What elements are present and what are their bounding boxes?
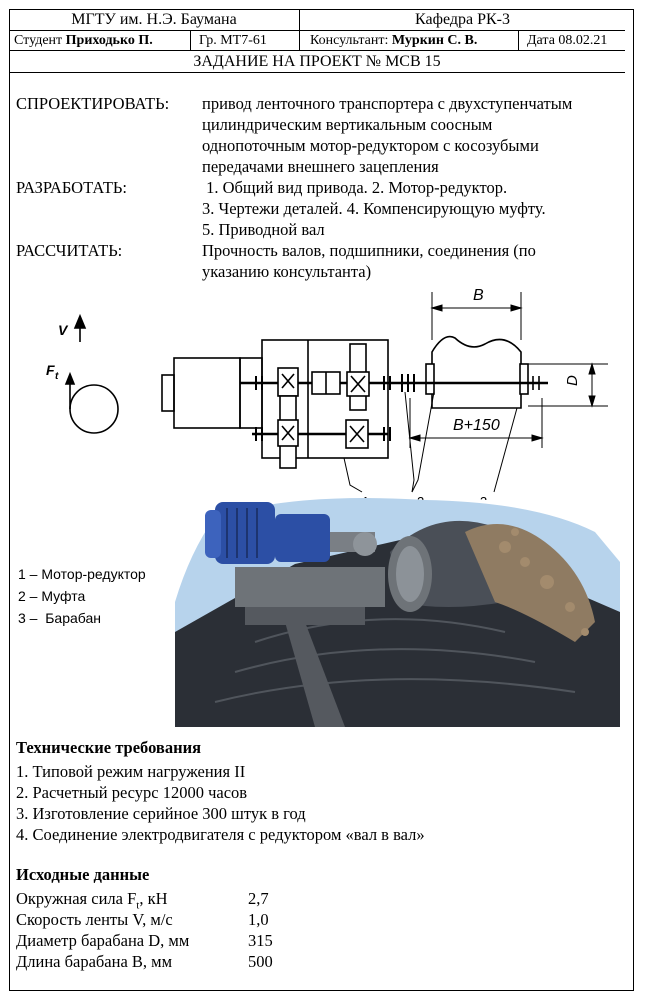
calc-line-2: указанию консультанта)	[202, 262, 372, 281]
force-arrow-icon	[64, 371, 76, 409]
task-section: СПРОЕКТИРОВАТЬ: привод ленточного трансп…	[16, 93, 626, 283]
calc-label: РАССЧИТАТЬ:	[16, 241, 123, 260]
design-line-2: цилиндрическим вертикальным соосным	[202, 115, 493, 134]
initial-data-label: Скорость ленты V, м/с	[16, 910, 173, 929]
design-line-4: передачами внешнего зацепления	[202, 157, 439, 176]
consultant-name: Муркин С. В.	[391, 32, 478, 48]
initial-data-row: Окружная сила Ft, кН 2,7	[16, 888, 269, 912]
motor-photo-icon	[205, 502, 377, 564]
initial-data-label: Окружная сила F	[16, 889, 137, 908]
initial-data-row: Длина барабана B, мм 500	[16, 951, 273, 972]
legend: 1 – Мотор-редуктор 2 – Муфта 3 – Барабан	[18, 563, 146, 629]
initial-data-label: Длина барабана B, мм	[16, 952, 173, 971]
gear-pair-1-icon	[277, 367, 299, 469]
dim-b150-label: B+150	[453, 417, 500, 434]
drum-circle-icon	[69, 384, 119, 434]
consultant-cell: Консультант: Муркин С. В.	[300, 31, 519, 50]
velocity-arrow-icon	[73, 313, 87, 342]
requirement-item-4: 4. Соединение электродвигателя с редукто…	[16, 825, 425, 844]
velocity-label: V	[58, 322, 69, 338]
assignment-title: ЗАДАНИЕ НА ПРОЕКТ № МСВ 15	[193, 52, 441, 70]
intermediate-coupling-icon	[311, 371, 341, 395]
initial-data-label-unit: , кН	[139, 889, 168, 908]
design-line-1: привод ленточного транспортера с двухсту…	[202, 94, 573, 113]
initial-data-value: 500	[248, 952, 273, 971]
requirements-title: Технические требования	[16, 738, 202, 757]
gearbox-housing-icon	[261, 339, 389, 459]
department-cell: Кафедра РК-3	[300, 9, 625, 30]
assignment-title-cell: ЗАДАНИЕ НА ПРОЕКТ № МСВ 15	[9, 51, 625, 72]
student-name: Приходько П.	[65, 32, 153, 48]
force-label: F	[46, 362, 55, 378]
develop-line-2: 3. Чертежи деталей. 4. Компенсирующую му…	[202, 199, 546, 218]
page-frame	[9, 9, 634, 991]
legend-item-1: 1 – Мотор-редуктор	[18, 566, 146, 582]
header-row-3: ЗАДАНИЕ НА ПРОЕКТ № МСВ 15	[9, 51, 625, 73]
drive-kinematic-diagram: V F t B B+150 D 1 2 3	[46, 287, 608, 500]
group: Гр. МТ7-61	[199, 32, 267, 48]
output-coupling-icon	[401, 374, 415, 392]
calc-line-1: Прочность валов, подшипники, соединения …	[202, 241, 536, 260]
initial-data-value: 1,0	[248, 910, 269, 929]
develop-label: РАЗРАБОТАТЬ:	[16, 178, 127, 197]
conveyor-photo	[175, 498, 620, 727]
date: Дата 08.02.21	[527, 32, 608, 48]
requirement-item-2: 2. Расчетный ресурс 12000 часов	[16, 783, 248, 802]
develop-line-3: 5. Приводной вал	[202, 220, 325, 239]
requirement-item-1: 1. Типовой режим нагружения II	[16, 762, 246, 781]
design-line-3: однопоточным мотор-редуктором с косозубы…	[202, 136, 539, 155]
motor-icon	[161, 357, 263, 429]
callout-2: 2	[417, 494, 424, 500]
student-cell: Студент Приходько П.	[9, 31, 191, 50]
initial-data-value: 315	[248, 931, 273, 950]
requirement-item-3: 3. Изготовление серийное 300 штук в год	[16, 804, 306, 823]
consultant-prefix: Консультант:	[310, 32, 389, 48]
initial-data-title: Исходные данные	[16, 865, 150, 884]
drum-icon	[420, 335, 548, 409]
initial-data-row: Скорость ленты V, м/с 1,0	[16, 909, 269, 930]
initial-data-label: Диаметр барабана D, мм	[16, 931, 190, 950]
student-prefix: Студент	[14, 32, 63, 48]
header-row-1: МГТУ им. Н.Э. Баумана Кафедра РК-3	[9, 9, 625, 31]
callout-1: 1	[362, 494, 369, 500]
callout-3: 3	[480, 494, 487, 500]
design-label: СПРОЕКТИРОВАТЬ:	[16, 94, 170, 113]
initial-data-row: Диаметр барабана D, мм 315	[16, 930, 273, 951]
university-cell: МГТУ им. Н.Э. Баумана	[9, 9, 300, 30]
gear-pair-2-icon	[345, 343, 370, 449]
develop-line-1: 1. Общий вид привода. 2. Мотор-редуктор.	[202, 178, 508, 197]
dim-b-label: B	[473, 287, 484, 304]
initial-data-table: Окружная сила Ft, кН 2,7 Скорость ленты …	[16, 888, 273, 972]
initial-data-label-sub: t	[136, 899, 140, 912]
force-label-sub: t	[55, 371, 59, 382]
legend-item-3: 3 – Барабан	[18, 610, 102, 626]
legend-item-2: 2 – Муфта	[18, 588, 86, 604]
university: МГТУ им. Н.Э. Баумана	[71, 10, 237, 28]
group-cell: Гр. МТ7-61	[191, 31, 300, 50]
initial-data-value: 2,7	[248, 889, 269, 908]
department: Кафедра РК-3	[415, 10, 510, 28]
header-row-2: Студент Приходько П. Гр. МТ7-61 Консульт…	[9, 31, 625, 51]
date-cell: Дата 08.02.21	[519, 31, 625, 50]
dim-d-label: D	[564, 375, 581, 386]
